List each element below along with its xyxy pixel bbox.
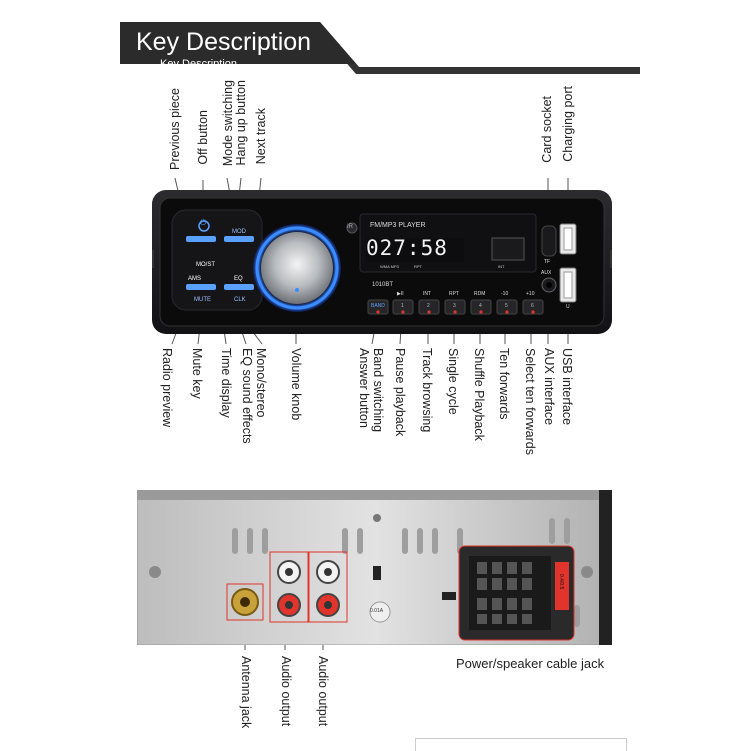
preset-num-5: 5: [505, 303, 508, 309]
label-audio-output-2: Audio output: [316, 656, 330, 727]
preset-num-2: 2: [427, 303, 430, 309]
label-time-display: Time display: [219, 348, 233, 418]
label-eq-sound-effects: EQ sound effects: [240, 348, 254, 444]
btn-label-band: BAND: [371, 303, 385, 309]
btn-label-most: MO/ST: [196, 262, 215, 268]
label-ten-forwards: Ten forwards: [497, 348, 511, 420]
label-pause-playback: Pause playback: [393, 348, 407, 437]
power-icon: ⏻: [200, 218, 207, 227]
preset-label-1: ▶II: [397, 291, 404, 297]
preset-label-4: RDM: [474, 291, 486, 297]
btn-label-mod: MOD: [232, 229, 246, 235]
label-audio-output-1: Audio output: [279, 656, 293, 727]
label-answer-button: Answer button: [357, 348, 371, 428]
stereo-rear-panel: 0.4/0.5 0.01A: [136, 490, 613, 646]
slot-label-aux: AUX: [541, 270, 552, 276]
page-subtitle: Key Description: [160, 58, 238, 70]
rear-panel-graphic: [136, 490, 613, 646]
label-antenna-jack: Antenna jack: [239, 656, 253, 729]
btn-label-mute: MUTE: [194, 297, 211, 303]
preset-num-3: 3: [453, 303, 456, 309]
label-volume-knob: Volume knob: [289, 348, 303, 421]
btn-label-eq: EQ: [234, 276, 243, 282]
label-single-cycle: Single cycle: [446, 348, 460, 415]
preset-label-2: INT: [423, 291, 432, 297]
label-shuffle-playback: Shuffle Playback: [472, 348, 486, 441]
preset-num-1: 1: [401, 303, 404, 309]
label-mute-key: Mute key: [190, 348, 204, 399]
label-mono-stereo: Mono/stereo: [254, 348, 268, 418]
preset-label-3: RPT: [449, 291, 459, 297]
label-aux-interface: AUX interface: [542, 348, 556, 426]
label-track-browsing: Track browsing: [420, 348, 434, 433]
btn-label-ams: AMS: [188, 276, 202, 282]
label-select-ten-forwards: Select ten forwards: [523, 348, 537, 455]
lcd-small-2: RPT: [414, 264, 422, 269]
btn-label-clk: CLK: [234, 297, 246, 303]
stereo-front-panel: MOD MO/ST AMS EQ MUTE CLK FM/MP3 PLAYER …: [148, 188, 616, 336]
lcd-small-1: WMA MP3: [380, 264, 399, 269]
preset-num-4: 4: [479, 303, 482, 309]
page-title: Key Description: [136, 28, 312, 56]
bottom-footer-box: [415, 738, 627, 751]
preset-label-5: -10: [501, 291, 509, 297]
lcd-title: FM/MP3 PLAYER: [370, 222, 426, 229]
lcd-digits: 027:58: [366, 236, 448, 260]
header-banner: Key Description Key Description: [120, 22, 640, 74]
label-band-switching: Band switching: [371, 348, 385, 433]
stereo-front-graphic: [148, 190, 616, 334]
banner-shape: [120, 22, 640, 74]
preset-label-6: +10: [526, 291, 535, 297]
ir-label: IR: [347, 224, 353, 230]
slot-label-tf: TF: [544, 259, 551, 265]
preset-num-6: 6: [531, 303, 534, 309]
model-label: 1010BT: [372, 282, 394, 288]
label-radio-preview: Radio preview: [160, 348, 174, 428]
lcd-small-3: INT: [498, 264, 505, 269]
label-usb-interface: USB interface: [560, 348, 574, 426]
label-power-speaker-jack: Power/speaker cable jack: [456, 656, 605, 671]
fuse-label: 0.4/0.5: [558, 574, 564, 590]
slot-label-u: U: [566, 304, 570, 310]
rear-sticker-text: 0.01A: [370, 608, 384, 614]
